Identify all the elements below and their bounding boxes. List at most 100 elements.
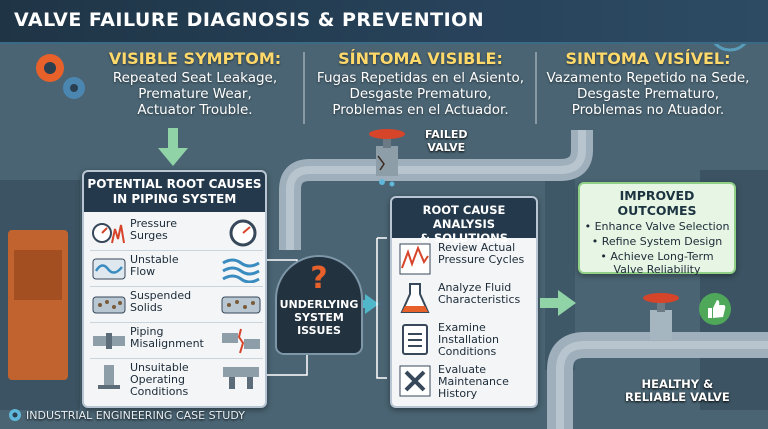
- rca-line: Examine: [438, 321, 486, 334]
- improved-outcomes-header: IMPROVED OUTCOMES: [617, 188, 697, 218]
- footer-text: INDUSTRIAL ENGINEERING CASE STUDY: [26, 408, 245, 422]
- cause-label: Unstable Flow: [130, 254, 179, 278]
- symptom-line: Premature Wear,: [138, 86, 252, 102]
- rca-line: Pressure Cycles: [438, 253, 525, 266]
- rca-header-line: ROOT CAUSE ANALYSIS: [422, 203, 506, 231]
- gear-icon: [9, 409, 21, 421]
- rca-line: Maintenance: [438, 375, 509, 388]
- cause-item-suspended-solids: Suspended Solids: [90, 288, 263, 323]
- thumbs-up-icon: [699, 293, 731, 325]
- failed-valve-icon: [369, 129, 405, 187]
- issues-line: ISSUES: [297, 324, 341, 337]
- cause-item-unsuitable-conditions: Unsuitable Operating Conditions: [90, 360, 263, 398]
- rca-item-maintenance: Evaluate Maintenance History: [398, 362, 534, 402]
- symptom-line: Desgaste Prematuro,: [576, 86, 720, 102]
- symptom-line: Fugas Repetidas en el Asiento,: [316, 70, 525, 86]
- cause-line: Pressure: [130, 217, 177, 230]
- divider: [535, 52, 537, 124]
- clipboard-checklist-icon: [402, 324, 428, 355]
- cause-line: Suspended: [130, 289, 192, 302]
- healthy-valve-label: HEALTHY & RELIABLE VALVE: [625, 378, 730, 404]
- cause-line: Operating: [130, 373, 185, 386]
- cause-line: Unsuitable: [130, 361, 189, 374]
- rca-item-installation: Examine Installation Conditions: [398, 320, 534, 360]
- improved-item: Valve Reliability: [613, 263, 701, 276]
- improved-outcomes-box: IMPROVED OUTCOMES • Enhance Valve Select…: [578, 182, 736, 276]
- pipe-support-icon: [223, 367, 259, 389]
- pressure-chart-icon: [399, 243, 431, 275]
- symptom-line: Desgaste Prematuro,: [349, 86, 492, 102]
- rca-label: Review Actual Pressure Cycles: [438, 242, 524, 266]
- symptom-portuguese: SINTOMA VISÍVEL: Vazamento Repetido na S…: [538, 49, 758, 119]
- cause-label: Suspended Solids: [130, 290, 191, 314]
- flow-swirl-icon: [92, 258, 126, 280]
- footer: INDUSTRIAL ENGINEERING CASE STUDY: [8, 408, 245, 422]
- symptom-line: Actuator Trouble.: [137, 102, 253, 118]
- symptom-english: VISIBLE SYMPTOM: Repeated Seat Leakage, …: [95, 49, 295, 119]
- misaligned-pipe-icon: [222, 328, 260, 354]
- valve-stand-icon: [98, 365, 120, 389]
- root-causes-header-line: IN PIPING SYSTEM: [112, 192, 237, 206]
- healthy-valve-line: RELIABLE VALVE: [625, 390, 730, 404]
- rca-line: Installation: [438, 333, 499, 346]
- symptom-body-en: Repeated Seat Leakage, Premature Wear, A…: [95, 70, 295, 118]
- healthy-valve-line: HEALTHY &: [641, 377, 714, 391]
- flask-icon: [400, 283, 430, 313]
- issues-text: UNDERLYING SYSTEM ISSUES: [277, 298, 361, 337]
- root-causes-panel: POTENTIAL ROOT CAUSES IN PIPING SYSTEM P…: [82, 170, 267, 408]
- improved-item: • Enhance Valve Selection: [584, 220, 730, 233]
- rca-header-line: & SOLUTIONS: [419, 231, 509, 245]
- improved-item: • Achieve Long-Term: [600, 250, 714, 263]
- rca-item-fluid: Analyze Fluid Characteristics: [398, 280, 534, 320]
- cause-item-piping-misalignment: Piping Misalignment: [90, 324, 263, 359]
- cause-line: Flow: [130, 265, 156, 278]
- symptom-spanish: SÍNTOMA VISIBLE: Fugas Repetidas en el A…: [308, 49, 533, 119]
- turbulent-flow-icon: [222, 258, 260, 283]
- rca-line: History: [438, 387, 478, 400]
- page-title: VALVE FAILURE DIAGNOSIS & PREVENTION: [14, 9, 485, 31]
- root-causes-header: POTENTIAL ROOT CAUSES IN PIPING SYSTEM: [84, 172, 265, 212]
- symptom-head-en: VISIBLE SYMPTOM:: [108, 49, 282, 68]
- symptom-head-pt: SINTOMA VISÍVEL:: [565, 49, 731, 68]
- rca-line: Characteristics: [438, 293, 521, 306]
- question-mark-icon: ?: [310, 261, 328, 296]
- cause-label: Pressure Surges: [130, 218, 177, 242]
- failed-valve-label: FAILED VALVE: [425, 128, 468, 154]
- cause-line: Solids: [130, 301, 163, 314]
- cause-line: Unstable: [130, 253, 179, 266]
- rca-header: ROOT CAUSE ANALYSIS & SOLUTIONS: [392, 198, 536, 245]
- gear-icon-orange: [36, 54, 64, 82]
- cause-line: Misalignment: [130, 337, 204, 350]
- rca-label: Examine Installation Conditions: [438, 322, 499, 358]
- pressure-gauge-icon: [229, 219, 257, 247]
- pressure-chart-icon: [92, 223, 125, 244]
- particles-in-pipe-icon: [221, 296, 261, 314]
- underlying-issues-box: ? UNDERLYING SYSTEM ISSUES: [275, 255, 363, 355]
- rca-line: Evaluate: [438, 363, 487, 376]
- failed-valve-line: FAILED: [425, 128, 468, 141]
- rca-line: Analyze Fluid: [438, 281, 512, 294]
- symptom-line: Repeated Seat Leakage,: [112, 70, 278, 86]
- rca-line: Conditions: [438, 345, 497, 358]
- gear-icon-blue: [63, 77, 85, 99]
- down-arrow-icon: [158, 128, 188, 166]
- particles-icon: [92, 296, 126, 314]
- symptom-line: Problemas no Atuador.: [571, 102, 725, 118]
- root-causes-header-line: POTENTIAL ROOT CAUSES: [87, 177, 262, 191]
- cause-line: Conditions: [130, 385, 189, 398]
- cause-label: Piping Misalignment: [130, 326, 204, 350]
- right-arrow-icon: [540, 290, 576, 316]
- improved-item: • Refine System Design: [591, 235, 723, 248]
- cause-item-pressure-surges: Pressure Surges: [90, 216, 263, 251]
- healthy-valve-icon: [643, 293, 679, 340]
- issues-line: SYSTEM: [294, 311, 344, 324]
- symptom-body-es: Fugas Repetidas en el Asiento, Desgaste …: [308, 70, 533, 118]
- symptom-line: Problemas en el Actuador.: [332, 102, 509, 118]
- title-bar: VALVE FAILURE DIAGNOSIS & PREVENTION: [0, 0, 768, 44]
- rca-line: Review Actual: [438, 241, 516, 254]
- cause-line: Piping: [130, 325, 164, 338]
- cause-label: Unsuitable Operating Conditions: [130, 362, 189, 398]
- cause-item-unstable-flow: Unstable Flow: [90, 252, 263, 287]
- pipe-joint-icon: [93, 333, 125, 349]
- symptom-head-es: SÍNTOMA VISIBLE:: [338, 49, 503, 68]
